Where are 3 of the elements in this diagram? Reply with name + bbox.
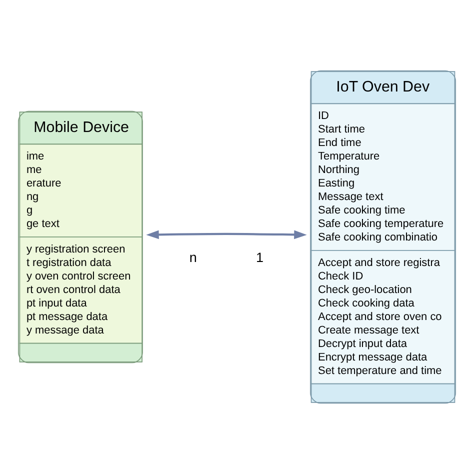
label: n — [189, 250, 197, 266]
arrow — [146, 230, 307, 240]
label: 1 — [256, 250, 264, 266]
